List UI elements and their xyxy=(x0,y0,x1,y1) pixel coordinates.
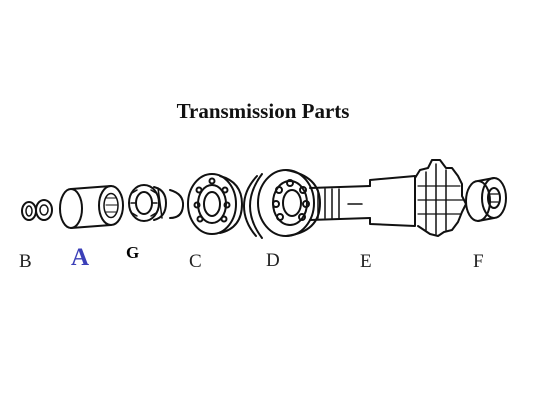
label-b: B xyxy=(19,251,32,272)
part-d-large-bearing xyxy=(257,169,321,237)
part-c-ball-bearing xyxy=(187,173,243,235)
part-f-end-bushing xyxy=(465,177,507,222)
part-g-needle-bearing xyxy=(128,184,167,222)
part-b-snap-rings xyxy=(21,199,53,221)
part-c-snap-ring xyxy=(169,189,185,219)
part-e-shaft xyxy=(309,175,416,227)
label-a: A xyxy=(71,244,90,271)
part-e-pinion-gear xyxy=(414,159,467,237)
label-e: E xyxy=(360,251,372,272)
part-a-sleeve xyxy=(59,185,124,229)
label-d: D xyxy=(266,250,280,271)
label-f: F xyxy=(473,251,484,272)
part-d-retaining-ring xyxy=(243,173,263,239)
diagram-title: Transmission Parts xyxy=(176,99,350,123)
label-g: G xyxy=(126,243,140,262)
label-c: C xyxy=(189,251,202,272)
